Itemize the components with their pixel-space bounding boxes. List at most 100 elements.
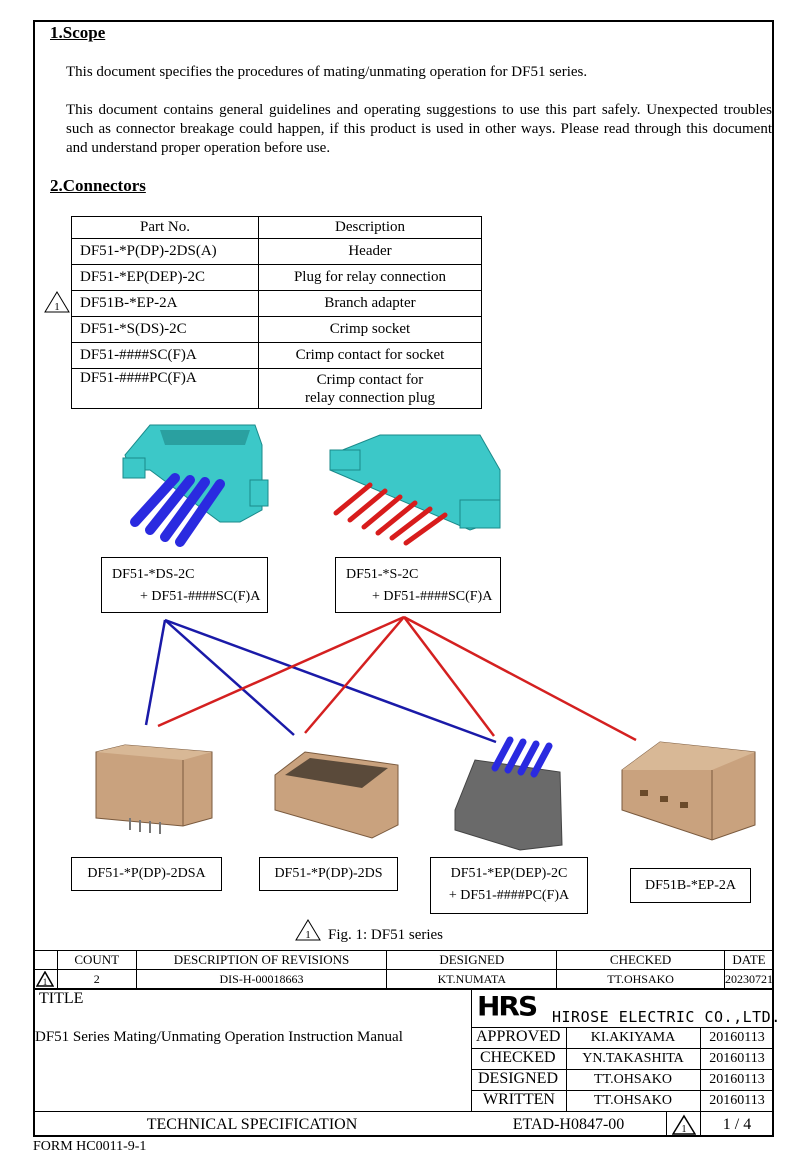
- description: Crimp socket: [258, 316, 482, 343]
- svg-text:1: 1: [54, 301, 60, 313]
- svg-text:1: 1: [43, 977, 48, 987]
- label-branch-adapter: DF51B-*EP-2A: [630, 868, 751, 903]
- rev-header-mark: [33, 950, 58, 970]
- part-no: DF51-####PC(F)A: [71, 368, 259, 409]
- description: Crimp contact for socket: [258, 342, 482, 369]
- blue-connection-lines: [144, 618, 497, 744]
- checked-label: CHECKED: [480, 1049, 556, 1066]
- label-s-line-2: + DF51-####SC(F)A: [372, 589, 493, 604]
- technical-specification: TECHNICAL SPECIFICATION: [146, 1116, 358, 1133]
- svg-text:1: 1: [682, 1124, 687, 1135]
- description: Crimp contact for relay connection plug: [258, 368, 482, 409]
- rev-count: 2: [56, 969, 137, 989]
- divider: [700, 1111, 701, 1137]
- divider: [471, 1027, 774, 1028]
- revision-triangle-icon: 1: [672, 1114, 696, 1135]
- rev-date: 20230721: [724, 969, 774, 989]
- scope-paragraph-1: This document specifies the procedures o…: [66, 64, 588, 80]
- revision-triangle-icon: 1: [44, 291, 70, 313]
- designed-name: TT.OHSAKO: [594, 1072, 672, 1087]
- connectors-heading: 2.Connectors: [50, 176, 146, 195]
- description-line-1: Crimp contact for: [316, 371, 424, 388]
- divider: [471, 1090, 774, 1091]
- table-row: DF51-####PC(F)A Crimp contact for relay …: [71, 368, 482, 409]
- label-ds-plug: DF51-*DS-2C + DF51-####SC(F)A: [101, 557, 268, 613]
- document-number: ETAD-H0847-00: [512, 1116, 625, 1133]
- designed-date: 20160113: [709, 1072, 765, 1087]
- connector-figure: [95, 424, 756, 851]
- label-ep-plug: DF51-*EP(DEP)-2C + DF51-####PC(F)A: [430, 857, 588, 914]
- part-no: DF51B-*EP-2A: [71, 290, 259, 317]
- rev-header-date: DATE: [724, 950, 774, 970]
- description-line-2: relay connection plug: [305, 389, 435, 406]
- branch-adapter-illustration: [621, 741, 756, 841]
- rev-header-checked: CHECKED: [556, 950, 725, 970]
- document-title: DF51 Series Mating/Unmating Operation In…: [35, 1029, 403, 1045]
- rev-header-designed: DESIGNED: [386, 950, 558, 970]
- header-2ds-illustration: [274, 751, 399, 839]
- divider: [566, 1027, 567, 1111]
- part-no: DF51-*S(DS)-2C: [71, 316, 259, 343]
- label-header-2dsa: DF51-*P(DP)-2DSA: [71, 857, 222, 891]
- description: Branch adapter: [258, 290, 482, 317]
- hrs-logo: HRS: [477, 990, 538, 1023]
- label-s-line-1: DF51-*S-2C: [346, 567, 419, 582]
- caption-triangle-icon: 1: [295, 919, 321, 941]
- label-s-plug: DF51-*S-2C + DF51-####SC(F)A: [335, 557, 501, 613]
- label-header-2ds: DF51-*P(DP)-2DS: [259, 857, 398, 891]
- table-row: DF51-*EP(DEP)-2C Plug for relay connecti…: [71, 264, 482, 291]
- approved-date: 20160113: [709, 1030, 765, 1045]
- divider: [666, 1111, 667, 1137]
- description: Plug for relay connection: [258, 264, 482, 291]
- table-row: DF51-*S(DS)-2C Crimp socket: [71, 316, 482, 343]
- divider: [471, 1069, 774, 1070]
- s-plug-illustration: [329, 434, 501, 546]
- company-name: HIROSE ELECTRIC CO.,LTD.: [552, 1008, 781, 1026]
- label-ep-line-2: + DF51-####PC(F)A: [448, 888, 570, 903]
- label-ep-line-1: DF51-*EP(DEP)-2C: [450, 866, 568, 881]
- table-row: DF51-####SC(F)A Crimp contact for socket: [71, 342, 482, 369]
- written-label: WRITTEN: [483, 1091, 555, 1108]
- label-ds-line-1: DF51-*DS-2C: [112, 567, 195, 582]
- col-header-desc: Description: [258, 216, 482, 239]
- parts-table: Part No. Description DF51-*P(DP)-2DS(A) …: [71, 216, 482, 409]
- label-ds-line-2: + DF51-####SC(F)A: [140, 589, 261, 604]
- figure-caption: Fig. 1: DF51 series: [328, 927, 444, 943]
- designed-label: DESIGNED: [478, 1070, 558, 1087]
- table-row: DF51B-*EP-2A Branch adapter: [71, 290, 482, 317]
- scope-paragraph-2: This document contains general guideline…: [66, 102, 772, 156]
- divider: [700, 1027, 701, 1111]
- rev-header-count: COUNT: [56, 950, 137, 970]
- divider: [33, 989, 774, 990]
- header-2dsa-illustration: [95, 744, 213, 834]
- rev-desc: DIS-H-00018663: [135, 969, 388, 989]
- rev-mark-cell: 1: [33, 969, 58, 989]
- ds-plug-illustration: [122, 424, 269, 547]
- revision-triangle-icon: 1: [36, 971, 55, 987]
- ep-plug-illustration: [454, 736, 563, 851]
- rev-designed: KT.NUMATA: [386, 969, 558, 989]
- form-number: FORM HC0011-9-1: [33, 1139, 147, 1154]
- checked-name: YN.TAKASHITA: [582, 1051, 684, 1066]
- svg-text:1: 1: [305, 929, 311, 941]
- divider: [471, 1048, 774, 1049]
- divider: [471, 989, 472, 1111]
- page-frame: [33, 20, 774, 1137]
- red-connection-lines: [157, 615, 637, 742]
- revision-table: COUNT DESCRIPTION OF REVISIONS DESIGNED …: [33, 950, 774, 989]
- part-no: DF51-####SC(F)A: [71, 342, 259, 369]
- page-number: 1 / 4: [722, 1116, 752, 1133]
- written-date: 20160113: [709, 1093, 765, 1108]
- checked-date: 20160113: [709, 1051, 765, 1066]
- table-row: 1 2 DIS-H-00018663 KT.NUMATA TT.OHSAKO 2…: [33, 969, 774, 989]
- rev-checked: TT.OHSAKO: [556, 969, 725, 989]
- table-row: DF51-*P(DP)-2DS(A) Header: [71, 238, 482, 265]
- written-name: TT.OHSAKO: [594, 1093, 672, 1108]
- approved-name: KI.AKIYAMA: [590, 1030, 676, 1045]
- description: Header: [258, 238, 482, 265]
- approved-label: APPROVED: [476, 1028, 561, 1045]
- title-label: TITLE: [39, 990, 84, 1007]
- scope-heading: 1.Scope: [50, 23, 106, 42]
- rev-header-desc: DESCRIPTION OF REVISIONS: [135, 950, 388, 970]
- divider: [33, 1111, 774, 1112]
